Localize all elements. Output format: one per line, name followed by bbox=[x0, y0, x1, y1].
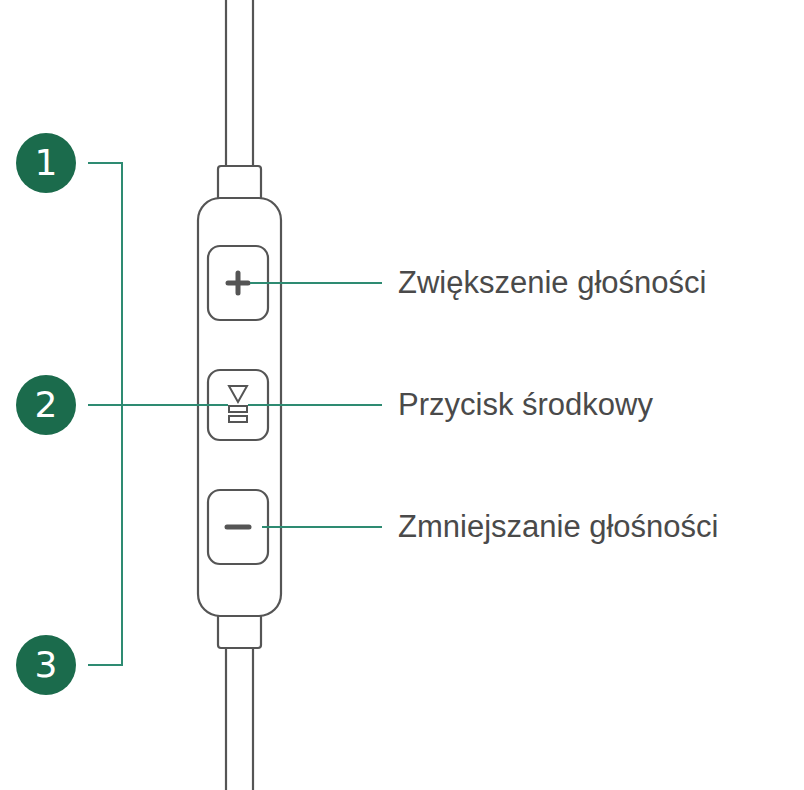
callout-circle: 1 bbox=[16, 133, 76, 193]
earphone-remote bbox=[198, 0, 281, 790]
part-label: Zwiększenie głośności bbox=[398, 264, 706, 301]
callout-number: 2 bbox=[16, 375, 76, 435]
part-label: Przycisk środkowy bbox=[398, 386, 653, 423]
callout-circle: 2 bbox=[16, 375, 76, 435]
bracket-and-leaders bbox=[88, 163, 382, 665]
circle-fill bbox=[16, 375, 76, 435]
button-symbols bbox=[227, 273, 249, 527]
circle-fill bbox=[16, 635, 76, 695]
circle-fill bbox=[16, 133, 76, 193]
part-label: Zmniejszanie głośności bbox=[398, 508, 718, 545]
callout-number: 1 bbox=[16, 133, 76, 193]
play-pause-symbol bbox=[229, 386, 247, 422]
callout-number: 3 bbox=[16, 635, 76, 695]
callout-circle: 3 bbox=[16, 635, 76, 695]
